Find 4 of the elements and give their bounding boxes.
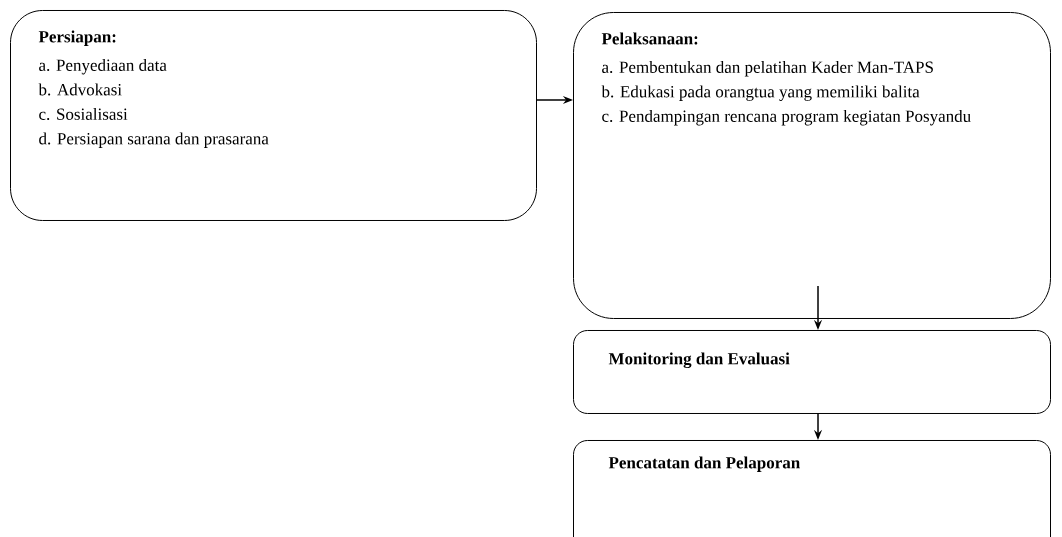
process-box: Persiapan: a. Penyediaan data b. Advokasi c. Sosialisasi d. Persiapan sarana dan prasarana: [10, 10, 537, 221]
process-box: Monitoring dan Evaluasi: [573, 330, 1051, 414]
process-box: Pelaksanaan: a. Pembentukan dan pelatihan Kader Man-TAPS b. Edukasi pada orangtua yang memiliki balita c. Pendampingan rencana program kegiatan Posyandu: [573, 12, 1051, 319]
process-box: Pencatatan dan Pelaporan: [573, 440, 1051, 537]
